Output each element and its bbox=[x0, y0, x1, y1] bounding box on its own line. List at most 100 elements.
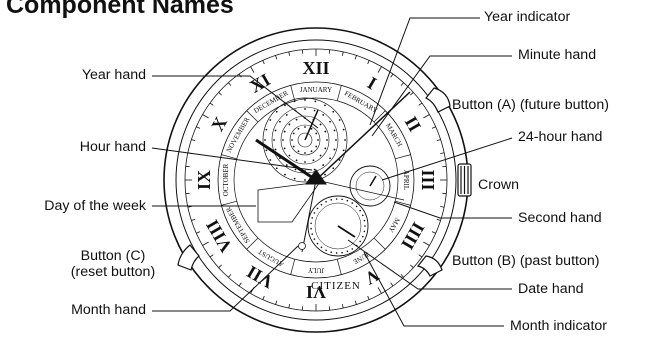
month-divider bbox=[221, 201, 236, 205]
month-label-april: APRIL bbox=[402, 170, 410, 190]
year-dot bbox=[284, 131, 286, 133]
year-dot bbox=[279, 121, 281, 123]
year-dot bbox=[265, 129, 267, 131]
month-divider bbox=[395, 155, 410, 159]
minute-tick bbox=[289, 52, 290, 56]
year-dot bbox=[329, 121, 331, 123]
date-dot bbox=[330, 199, 332, 201]
minute-tick bbox=[228, 274, 231, 277]
year-dot bbox=[304, 117, 306, 119]
label-button-b: Button (B) (past button) bbox=[452, 253, 599, 269]
year-dot bbox=[296, 159, 298, 161]
year-dot bbox=[294, 100, 296, 102]
year-dot bbox=[269, 119, 271, 121]
minute-tick bbox=[368, 60, 370, 64]
year-dot bbox=[334, 130, 336, 132]
minute-tick bbox=[219, 265, 222, 268]
minute-tick bbox=[203, 115, 209, 119]
year-dot bbox=[275, 149, 277, 151]
year-dot bbox=[329, 157, 331, 159]
year-dot bbox=[314, 100, 316, 102]
minute-tick bbox=[342, 52, 343, 56]
year-dot bbox=[339, 119, 341, 121]
year-dot bbox=[296, 119, 298, 121]
year-dot bbox=[320, 124, 322, 126]
minute-tick bbox=[419, 103, 422, 105]
date-dot bbox=[325, 201, 327, 203]
date-dot bbox=[347, 200, 349, 202]
roman-numeral-xii: XII bbox=[302, 58, 329, 78]
year-dot bbox=[343, 149, 345, 151]
minute-tick bbox=[391, 74, 393, 77]
label-second-hand: Second hand bbox=[518, 210, 602, 226]
date-dot bbox=[310, 228, 312, 230]
year-dot bbox=[324, 104, 326, 106]
minute-tick bbox=[228, 83, 231, 86]
year-dot bbox=[284, 148, 286, 150]
date-dot bbox=[321, 247, 323, 249]
hour-hand-icon bbox=[256, 140, 316, 180]
minute-tick bbox=[423, 242, 429, 246]
date-dot bbox=[310, 222, 312, 224]
label-date-hand: Date hand bbox=[518, 281, 583, 297]
year-dot bbox=[304, 161, 306, 163]
minute-tick bbox=[378, 287, 382, 293]
month-label-march: MARCH bbox=[384, 122, 404, 148]
roman-numeral-i: I bbox=[364, 73, 380, 94]
date-dot bbox=[314, 238, 316, 240]
minute-tick bbox=[378, 67, 382, 73]
year-dot bbox=[304, 126, 306, 128]
month-divider bbox=[291, 85, 295, 100]
minute-tick bbox=[432, 127, 436, 129]
minute-tick bbox=[219, 92, 222, 95]
label-24-hour-hand: 24-hour hand bbox=[518, 129, 602, 145]
roman-numeral-x: X bbox=[207, 113, 231, 134]
date-dot bbox=[311, 217, 313, 219]
brand-logo: CITIZEN bbox=[311, 280, 361, 292]
date-dot bbox=[356, 245, 358, 247]
minute-tick bbox=[355, 301, 356, 305]
month-label-august: AUGUST bbox=[256, 247, 285, 268]
year-dot bbox=[273, 139, 275, 141]
minute-tick bbox=[263, 60, 265, 64]
label-month-hand: Month hand bbox=[71, 302, 146, 318]
year-dot bbox=[326, 139, 328, 141]
year-dot bbox=[304, 99, 306, 101]
roman-numeral-v: V bbox=[361, 265, 382, 289]
date-dot bbox=[325, 249, 327, 251]
month-label-january: JANUARY bbox=[300, 86, 332, 94]
month-divider bbox=[374, 238, 385, 249]
date-dot bbox=[362, 236, 364, 238]
label-month-indicator: Month indicator bbox=[510, 318, 607, 334]
minute-tick bbox=[410, 265, 413, 268]
date-dot bbox=[356, 206, 358, 208]
date-dot bbox=[359, 241, 361, 243]
year-dot bbox=[320, 155, 322, 157]
minute-tick bbox=[440, 153, 444, 154]
year-dot bbox=[315, 146, 317, 148]
minute-tick bbox=[196, 127, 200, 129]
label-year-hand: Year hand bbox=[82, 67, 146, 83]
year-dot bbox=[335, 139, 337, 141]
label-button-c-line2: (reset button) bbox=[38, 264, 188, 280]
button-a-icon bbox=[426, 88, 450, 112]
minute-tick bbox=[276, 301, 277, 305]
label-button-c: Button (C) (reset button) bbox=[38, 248, 188, 280]
year-dot bbox=[324, 174, 326, 176]
year-dot bbox=[293, 133, 295, 135]
label-button-c-line1: Button (C) bbox=[38, 248, 188, 264]
month-label-october: OCTOBER bbox=[222, 163, 230, 196]
roman-numeral-xi: XI bbox=[246, 69, 273, 96]
24-hour-hand-icon bbox=[370, 176, 376, 186]
year-dot bbox=[334, 149, 336, 151]
minute-tick bbox=[191, 140, 195, 141]
date-dot bbox=[362, 215, 364, 217]
label-crown: Crown bbox=[478, 177, 519, 193]
minute-tick bbox=[410, 92, 413, 95]
minute-tick bbox=[440, 206, 444, 207]
year-dot bbox=[294, 178, 296, 180]
minute-tick bbox=[401, 83, 404, 86]
center-cap bbox=[312, 176, 320, 184]
label-minute-hand: Minute hand bbox=[518, 47, 596, 63]
